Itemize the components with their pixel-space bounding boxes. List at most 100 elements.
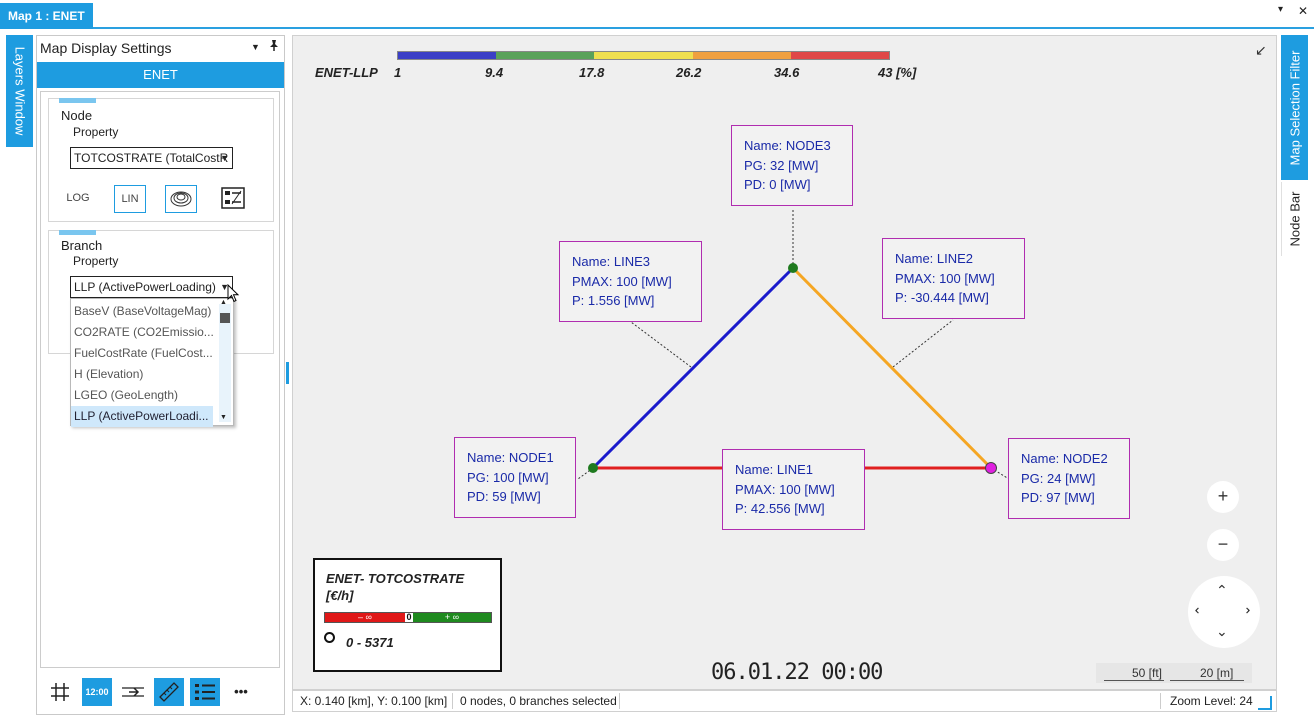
zoom-level: Zoom Level: 24 — [1170, 694, 1253, 708]
card-line: PG: 100 [MW] — [467, 469, 549, 485]
panel-menu-icon[interactable]: ▼ — [251, 42, 260, 52]
pan-right-icon[interactable]: ⌃ — [1236, 604, 1253, 617]
line1-card[interactable]: Name: LINE1 PMAX: 100 [MW] P: 42.556 [MW… — [722, 449, 865, 530]
bottom-toolbar: 12:00 ••• — [40, 674, 280, 710]
grid-toggle-button[interactable] — [45, 678, 75, 706]
legend-negative: – ∞ — [325, 613, 405, 622]
card-line: P: 42.556 [MW] — [735, 501, 825, 516]
list-icon — [195, 684, 215, 700]
node1-card[interactable]: Name: NODE1 PG: 100 [MW] PD: 59 [MW] — [454, 437, 576, 518]
colorbar-tick: 26.2 — [676, 65, 702, 80]
node-legend: ENET- TOTCOSTRATE [€/h] – ∞ 0 + ∞ 0 - 53… — [313, 558, 502, 672]
branch-line3[interactable] — [591, 266, 795, 470]
legend-list-button[interactable] — [190, 678, 220, 706]
pan-down-icon[interactable]: ⌃ — [1216, 623, 1228, 639]
branch-property-select[interactable]: LLP (ActivePowerLoading) ▼ — [70, 276, 233, 298]
flow-direction-button[interactable] — [118, 678, 148, 706]
zoom-out-button[interactable]: − — [1207, 529, 1239, 561]
layers-window-tab[interactable]: Layers Window — [6, 35, 33, 147]
node-bar-tab[interactable]: Node Bar — [1281, 182, 1308, 256]
card-line: Name: NODE3 — [744, 138, 831, 153]
node-group: Node Property TOTCOSTRATE (TotalCostR ▼ — [48, 98, 274, 222]
node-property-value: TOTCOSTRATE (TotalCostR — [74, 151, 229, 165]
card-line: Name: LINE3 — [572, 254, 651, 269]
dropdown-option[interactable]: BaseV (BaseVoltageMag) — [74, 304, 212, 318]
card-line: Name: LINE2 — [895, 251, 974, 266]
selection-status: 0 nodes, 0 branches selected — [460, 694, 617, 708]
group-accent — [59, 230, 96, 235]
status-separator — [619, 693, 620, 709]
grid-icon — [51, 683, 69, 701]
flow-arrow-icon — [122, 687, 144, 697]
close-icon[interactable]: ✕ — [1298, 4, 1309, 18]
colorbar-segment — [692, 52, 791, 59]
map-canvas[interactable]: ENET-LLP 1 9.4 17.8 26.2 34.6 43 [%] ↙ N… — [292, 35, 1277, 690]
layers-window-label: Layers Window — [12, 46, 27, 136]
chevron-down-icon: ▼ — [220, 153, 229, 163]
network-section-header[interactable]: ENET — [37, 62, 284, 88]
branch-colorbar — [397, 51, 890, 60]
collapse-arrow-icon[interactable]: ↙ — [1255, 42, 1267, 58]
card-line: PG: 24 [MW] — [1021, 470, 1096, 486]
node-property-select[interactable]: TOTCOSTRATE (TotalCostR ▼ — [70, 147, 233, 169]
dropdown-option[interactable]: LGEO (GeoLength) — [74, 388, 179, 402]
colorbar-segment — [790, 52, 890, 59]
scale-bar: 50 [ft] 20 [m] — [1096, 663, 1252, 683]
colorbar-title: ENET-LLP — [315, 65, 378, 80]
map-selection-filter-tab[interactable]: Map Selection Filter — [1281, 35, 1308, 180]
panel-splitter[interactable] — [286, 362, 289, 384]
card-line: P: 1.556 [MW] — [572, 293, 655, 308]
node3-card[interactable]: Name: NODE3 PG: 32 [MW] PD: 0 [MW] — [731, 125, 853, 206]
pin-icon[interactable] — [268, 39, 280, 55]
dropdown-option[interactable]: FuelCostRate (FuelCost... — [74, 346, 213, 360]
node3-marker[interactable] — [788, 263, 798, 273]
zoom-in-button[interactable]: + — [1207, 481, 1239, 513]
scale-m: 20 [m] — [1200, 666, 1234, 680]
panel-header: Map Display Settings ▼ — [37, 36, 284, 61]
colorbar-segment — [594, 52, 693, 59]
node-size-circle-icon — [324, 632, 335, 643]
node2-marker[interactable] — [985, 462, 997, 474]
node1-marker[interactable] — [588, 463, 598, 473]
measure-button[interactable] — [154, 678, 184, 706]
dropdown-scrollbar[interactable]: ▲ ▼ — [219, 299, 231, 422]
scroll-up-icon[interactable]: ▲ — [220, 299, 227, 306]
colorbar-tick: 34.6 — [774, 65, 800, 80]
timestamp-toggle-button[interactable]: 12:00 — [82, 678, 112, 706]
contour-mode-button[interactable] — [165, 185, 197, 213]
node-group-title: Node — [61, 108, 93, 123]
status-bar: X: 0.140 [km], Y: 0.100 [km] 0 nodes, 0 … — [292, 690, 1277, 712]
legend-settings-button[interactable] — [217, 185, 249, 213]
card-line: Name: NODE1 — [467, 450, 554, 465]
log-scale-button[interactable]: LOG — [66, 192, 90, 204]
card-line: PG: 32 [MW] — [744, 157, 819, 173]
dropdown-option[interactable]: CO2RATE (CO2Emissio... — [74, 325, 213, 339]
window-menu-icon[interactable]: ▾ — [1278, 4, 1284, 15]
legend-positive: + ∞ — [413, 613, 491, 622]
branch-property-dropdown: BaseV (BaseVoltageMag) CO2RATE (CO2Emiss… — [70, 298, 234, 427]
branch-property-label: Property — [73, 254, 119, 268]
line2-leader — [892, 319, 954, 368]
colorbar-tick: 1 — [394, 65, 402, 80]
dropdown-option[interactable]: H (Elevation) — [74, 367, 144, 381]
lin-scale-button[interactable]: LIN — [114, 185, 146, 213]
scroll-thumb[interactable] — [220, 313, 230, 323]
legend-colorbar: – ∞ 0 + ∞ — [324, 612, 492, 623]
node2-leader — [990, 467, 1010, 480]
line2-card[interactable]: Name: LINE2 PMAX: 100 [MW] P: -30.444 [M… — [882, 238, 1025, 319]
status-separator — [452, 693, 453, 709]
dropdown-option-selected[interactable]: LLP (ActivePowerLoadi... — [71, 406, 213, 427]
card-line: PD: 97 [MW] — [1021, 490, 1095, 505]
pan-left-icon[interactable]: ⌃ — [1192, 604, 1209, 617]
branch-line2[interactable] — [791, 266, 993, 470]
node1-leader — [577, 467, 594, 480]
resize-grip-icon[interactable] — [1258, 696, 1272, 710]
document-tab[interactable]: Map 1 : ENET — [0, 3, 93, 29]
scroll-down-icon[interactable]: ▼ — [220, 414, 227, 421]
line3-card[interactable]: Name: LINE3 PMAX: 100 [MW] P: 1.556 [MW] — [559, 241, 702, 322]
pan-up-icon[interactable]: ⌃ — [1216, 582, 1228, 598]
panel-title: Map Display Settings — [40, 40, 172, 56]
node2-card[interactable]: Name: NODE2 PG: 24 [MW] PD: 97 [MW] — [1008, 438, 1130, 519]
card-line: PD: 0 [MW] — [744, 177, 811, 192]
more-options-button[interactable]: ••• — [234, 684, 248, 699]
